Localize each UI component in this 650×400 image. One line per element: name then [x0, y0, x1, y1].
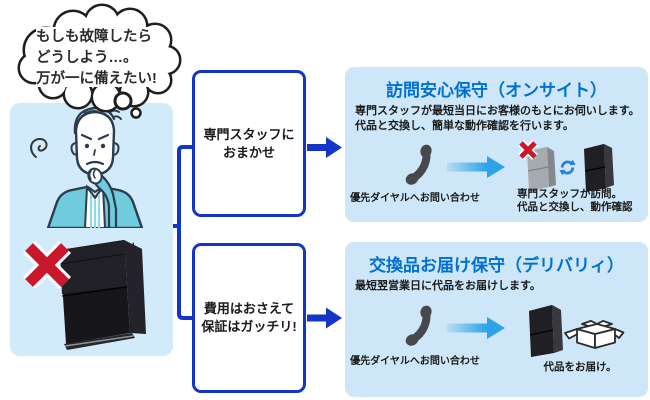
refresh-icon [559, 159, 576, 176]
panel-onsite-service: 訪問安心保守（オンサイト） 専門スタッフが最短当日にお客様のもとにお伺いします。… [345, 67, 648, 222]
thought-line: どうしよう…。 [36, 50, 138, 66]
panel-delivery-service: 交換品お届け保守（デリバリィ） 最短翌営業日に代品をお届けします。 優先ダイヤル… [345, 242, 648, 397]
result-caption: 代品をお届け。 [515, 361, 645, 374]
description-line: 代品と交換し、簡単な動作確認を行います。 [355, 120, 574, 132]
cross-icon [22, 240, 72, 290]
phone-caption: 優先ダイヤルへお問い合わせ [350, 193, 480, 204]
result-caption-line: 代品と交換し、動作確認 [517, 201, 633, 213]
phone-icon [405, 144, 432, 185]
result-caption-line: 専門スタッフが訪問。 [517, 188, 622, 200]
replacement-device-icon [584, 144, 614, 192]
phone-icon [405, 305, 432, 346]
result-caption-line: 代品をお届け。 [543, 361, 617, 373]
panel-description: 最短翌営業日に代品をお届けします。 [355, 279, 541, 294]
description-line: 専門スタッフが最短当日にお客様のもとにお伺いします。 [355, 105, 640, 117]
gradient-arrow-icon [447, 317, 505, 339]
decision-box-label: 専門スタッフに [203, 126, 295, 142]
thought-bubble-text: もしも故障したら どうしよう…。 万が一に備えたい! [36, 27, 157, 90]
panel-description: 専門スタッフが最短当日にお客様のもとにお伺いします。 代品と交換し、簡単な動作確… [355, 104, 640, 134]
panel-title: 訪問安心保守（オンサイト） [386, 81, 607, 100]
arrow-right-icon [307, 307, 342, 329]
worried-man-illustration [30, 104, 144, 228]
failed-device-image [60, 240, 146, 350]
replacement-device-icon [529, 305, 563, 357]
thought-line: もしも故障したら [36, 29, 152, 45]
panel-title: 交換品お届け保守（デリバリィ） [369, 256, 624, 275]
phone-caption: 優先ダイヤルへお問い合わせ [350, 356, 480, 367]
decision-box-label: 保証はガッチリ! [201, 319, 297, 334]
description-line: 最短翌営業日に代品をお届けします。 [355, 280, 541, 292]
result-caption: 専門スタッフが訪問。 代品と交換し、動作確認 [517, 188, 633, 214]
thought-line: 万が一に備えたい! [36, 71, 157, 87]
arrow-right-icon [307, 137, 342, 158]
cross-icon [518, 140, 538, 160]
thought-bubble [17, 3, 182, 119]
decision-box-cost: 費用はおさえて 保証はガッチリ! [192, 243, 306, 393]
decision-box-staff: 専門スタッフに おまかせ [192, 70, 306, 217]
gradient-arrow-icon [447, 156, 505, 178]
delivery-box-icon [564, 320, 625, 349]
decision-box-label: 費用はおさえて [203, 301, 295, 316]
decision-box-label: おまかせ [222, 144, 275, 160]
